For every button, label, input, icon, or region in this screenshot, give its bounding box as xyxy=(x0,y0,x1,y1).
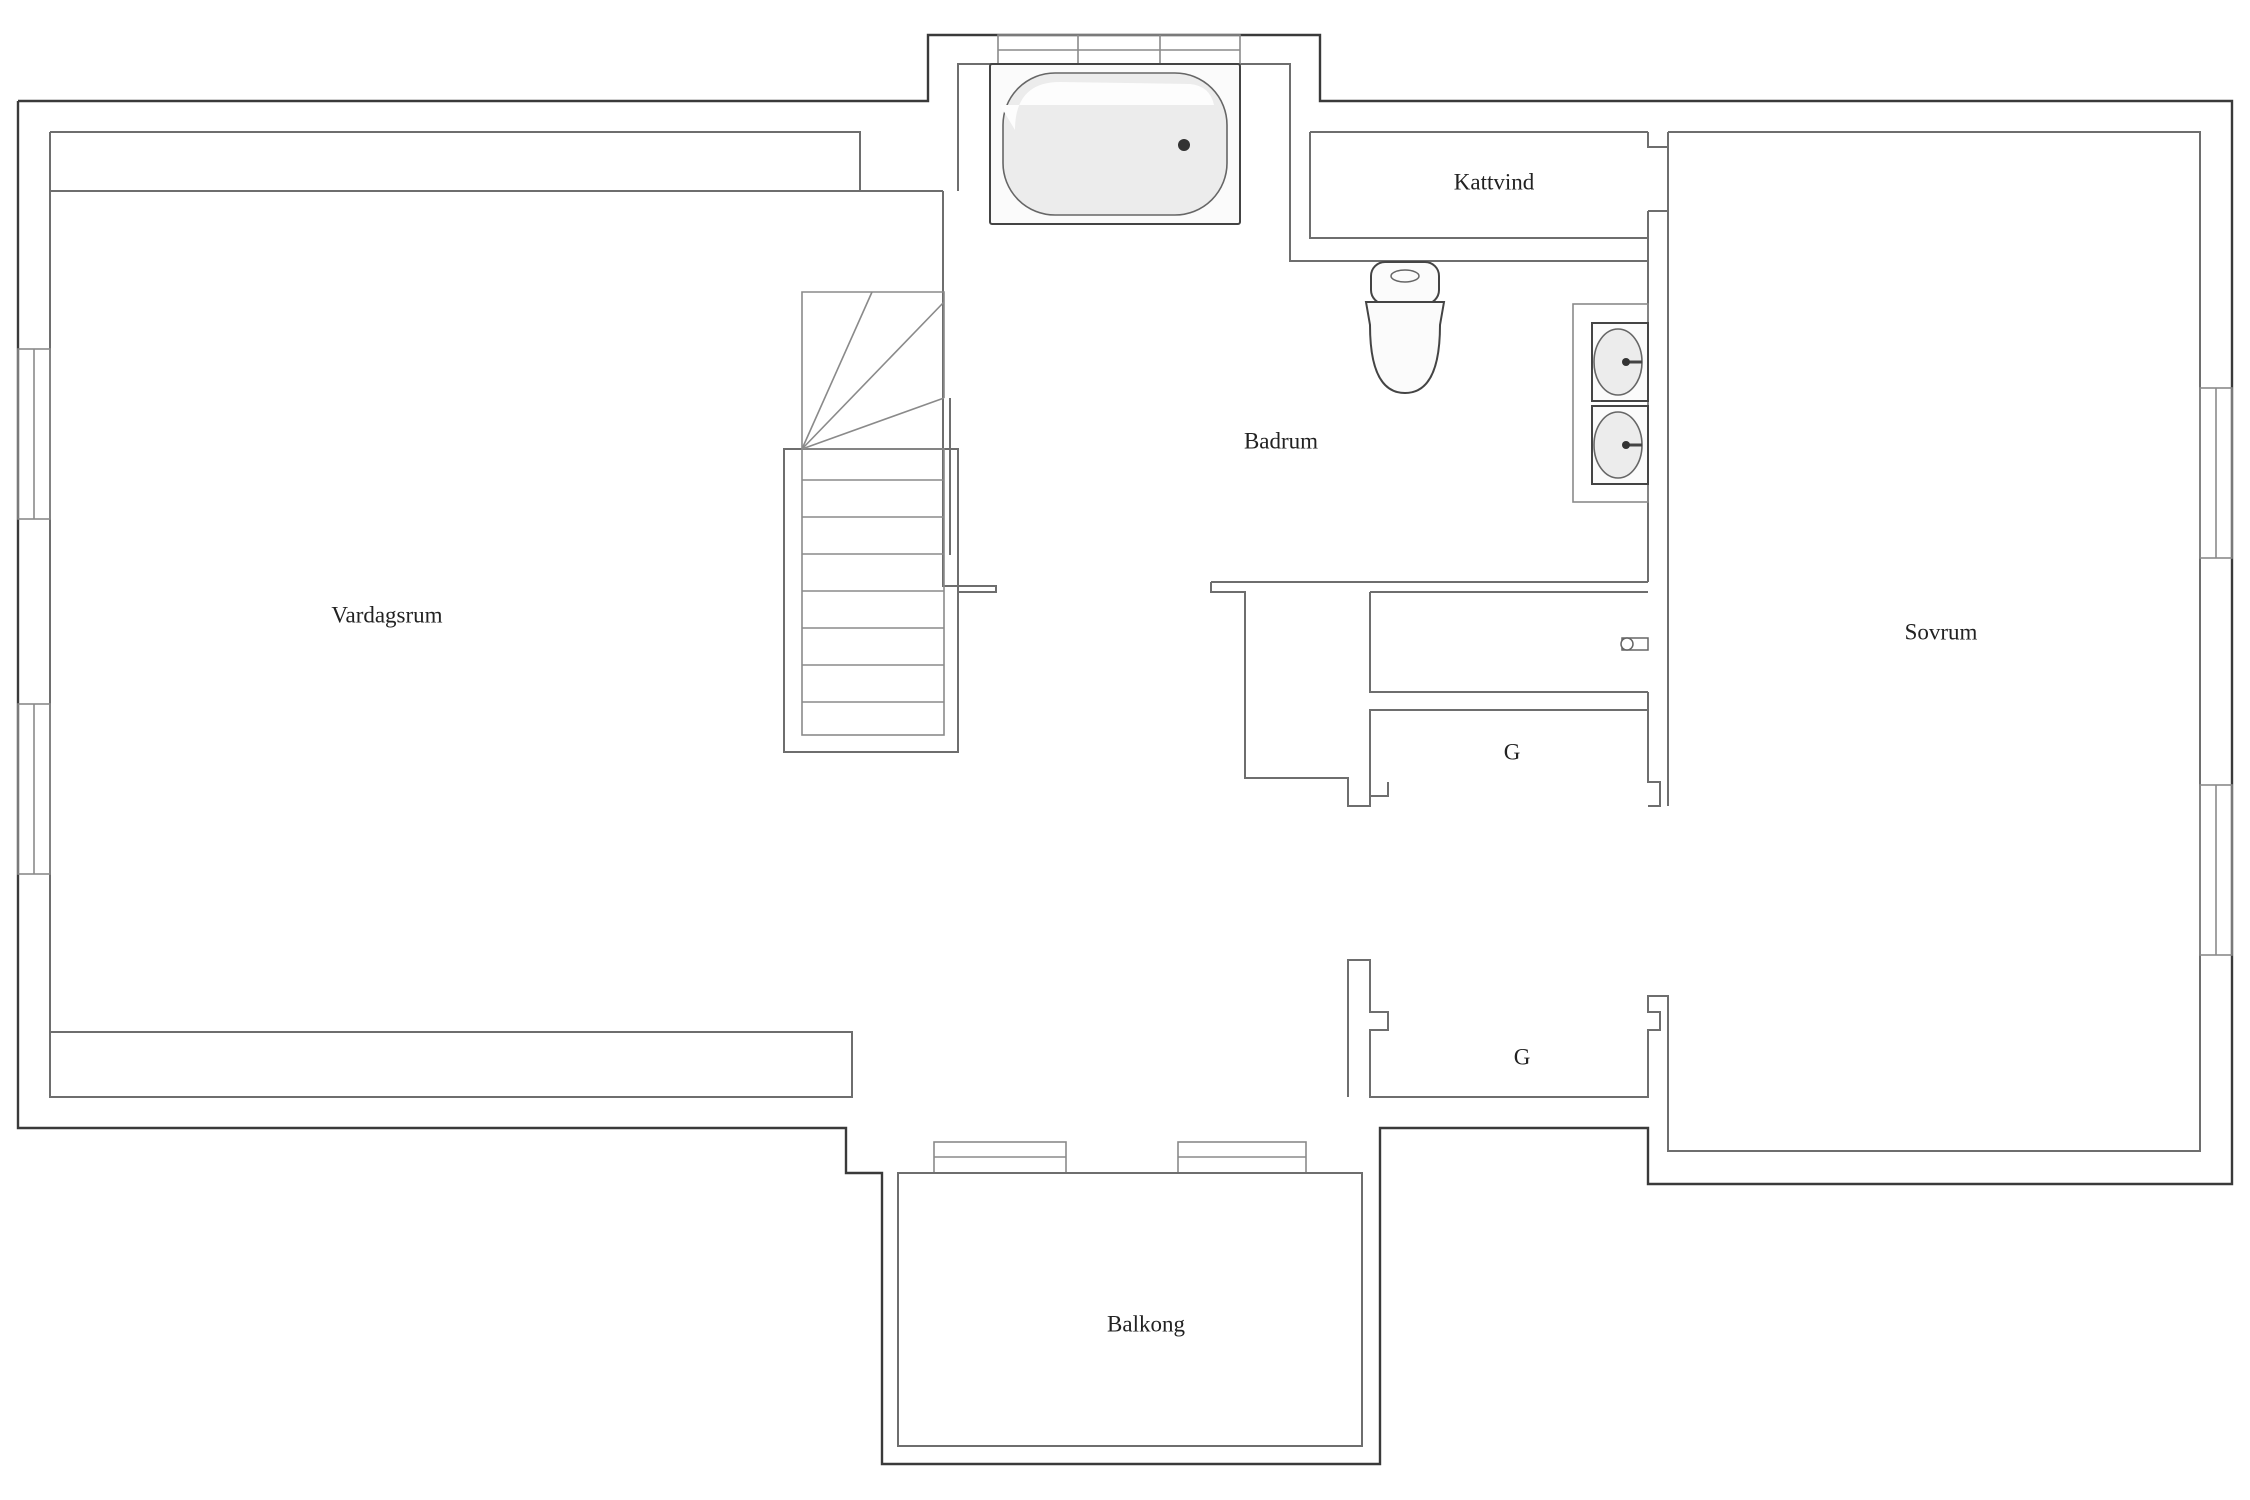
double-sink xyxy=(1572,303,1649,503)
toilet xyxy=(1364,261,1446,395)
drain-icon xyxy=(1178,139,1190,151)
tap-icon xyxy=(1620,637,1649,651)
room-label-garderob-upper: G xyxy=(1504,739,1521,764)
room-label-sovrum: Sovrum xyxy=(1905,619,1978,644)
room-label-balkong: Balkong xyxy=(1107,1311,1185,1336)
bathtub xyxy=(989,63,1241,225)
room-label-kattvind: Kattvind xyxy=(1454,169,1535,194)
room-label-vardagsrum: Vardagsrum xyxy=(331,602,442,627)
room-label-badrum: Badrum xyxy=(1244,428,1318,453)
staircase xyxy=(783,291,959,753)
windows xyxy=(17,34,2233,1174)
outer-walls xyxy=(16,33,2234,1466)
interior-walls xyxy=(942,191,1661,807)
room-label-garderob-lower: G xyxy=(1514,1044,1531,1069)
balcony xyxy=(897,1172,1363,1447)
